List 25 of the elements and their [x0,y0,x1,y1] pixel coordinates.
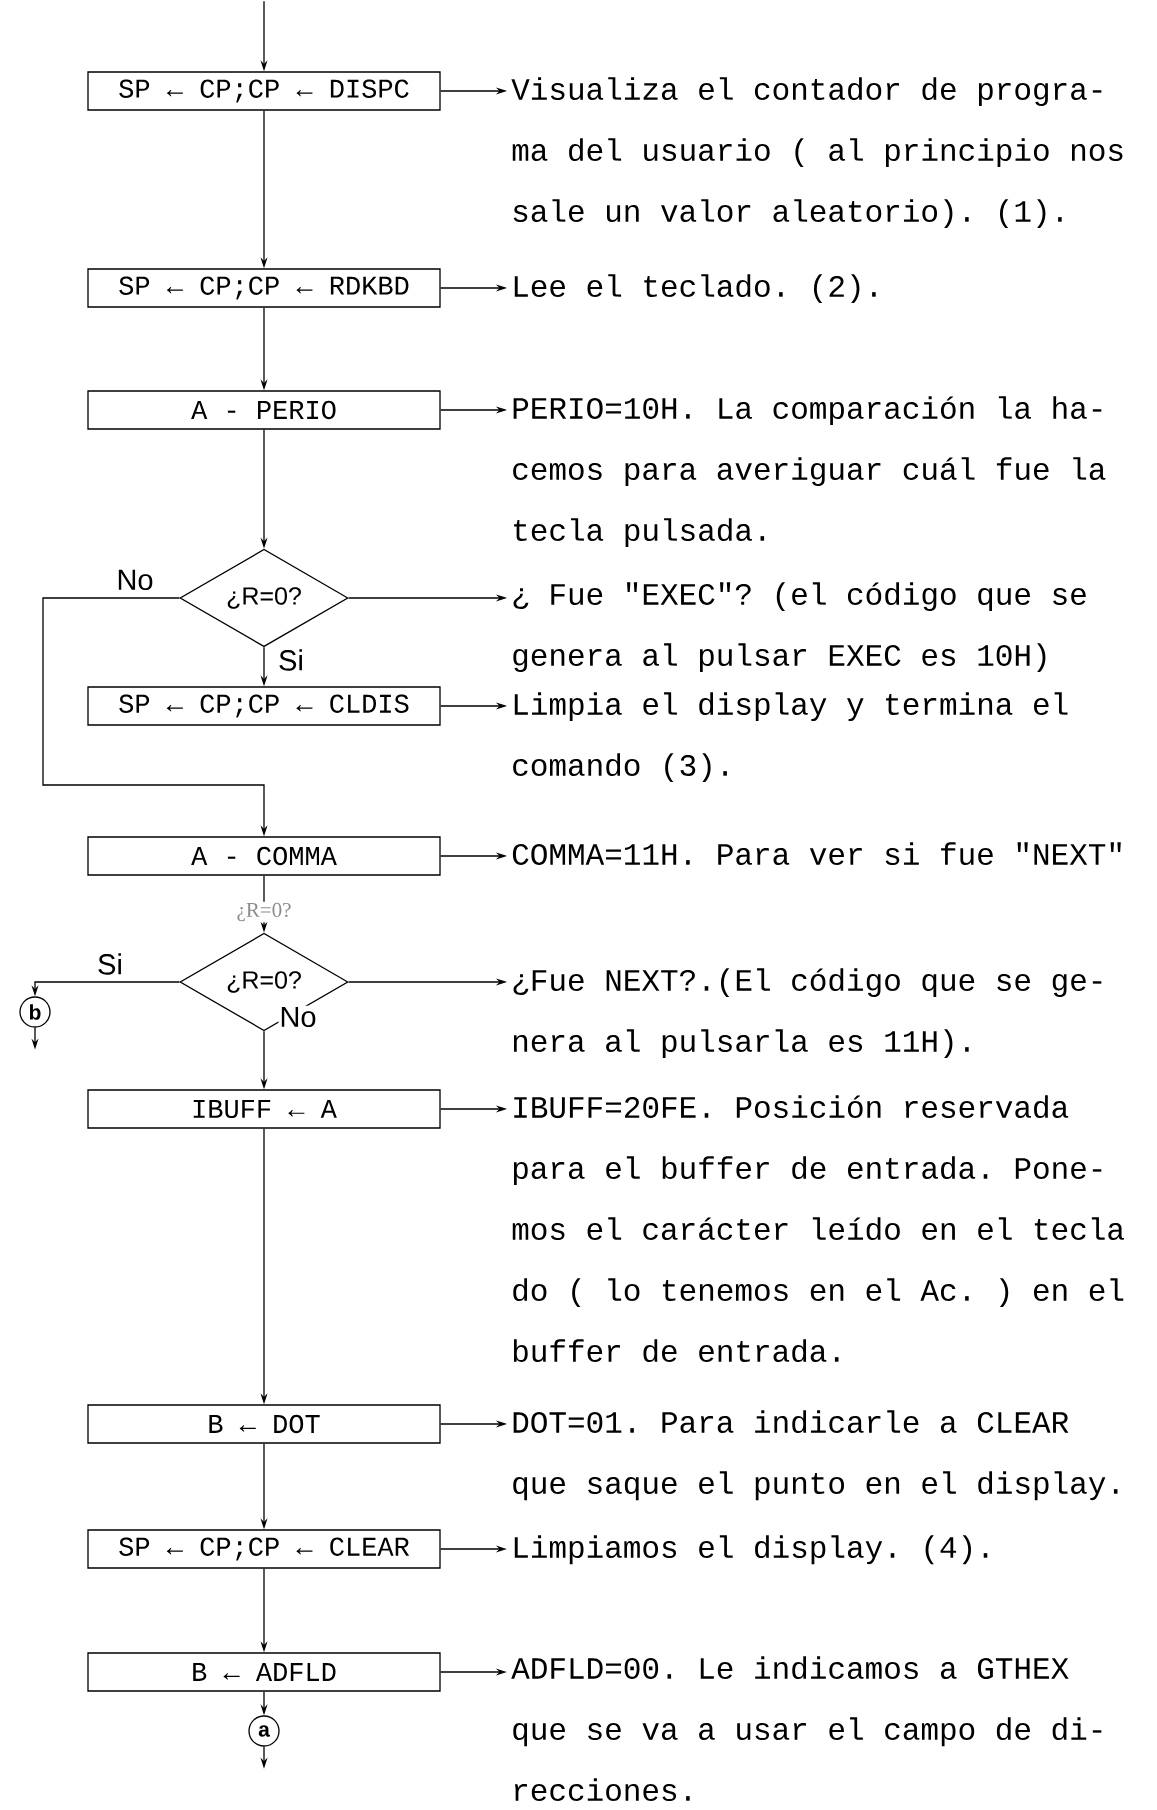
process-box: IBUFF ← A [87,1089,441,1129]
annotation-text: Lee el teclado. (2). [514,274,876,304]
annotation-text: DOT=01. Para indicarle a CLEAR que saque el punto en el display. [513,1410,1118,1501]
process-box: A - COMMA [87,836,441,876]
edge-label: No [278,1005,318,1029]
annotation-text: PERIO=10H. La comparación la ha- cemos para averiguar cuál fue la tecla pulsada. [513,396,1106,548]
process-box: B ← DOT [87,1404,441,1444]
annotation-text: ¿Fue NEXT?.(El código que se ge- nera al pulsarla es 11H). [513,968,1102,1059]
annotation-text: COMMA=11H. Para ver si fue "NEXT" [512,842,1121,865]
annotation-text: Limpia el display y termina el comando (3). [513,692,1068,783]
annotation-text: Limpiamos el display. (4). [514,1535,988,1565]
process-box: A - PERIO [87,390,441,430]
faint-text: ¿R=0? [235,901,293,923]
edge-label: Si [96,952,124,976]
annotation-text: Visualiza el contador de progra- ma del usuario ( al principio nos sale un valor aleatorio). (1). [511,77,1123,229]
process-box: B ← ADFLD [87,1652,441,1692]
annotation-text: IBUFF=20FE. Posición reservada para el buffer de entrada. Pone- mos el carácter leído en el tecla do ( lo tenemos en el Ac. ) en el buffer de entrada. [512,1095,1124,1363]
process-box: SP ← CP;CP ← RDKBD [87,268,441,308]
edge-label: No [115,568,155,592]
process-box: SP ← CP;CP ← CLEAR [87,1529,441,1569]
annotation-text: ADFLD=00. Le indicamos a GTHEX que se va a usar el campo de di- recciones. [511,1656,1102,1801]
process-box: SP ← CP;CP ← CLDIS [87,686,441,726]
process-box: SP ← CP;CP ← DISPC [87,71,441,111]
annotation-text: ¿ Fue "EXEC"? (el código que se genera al pulsar EXEC es 10H) [513,582,1086,673]
edge-label: Si [277,648,305,672]
